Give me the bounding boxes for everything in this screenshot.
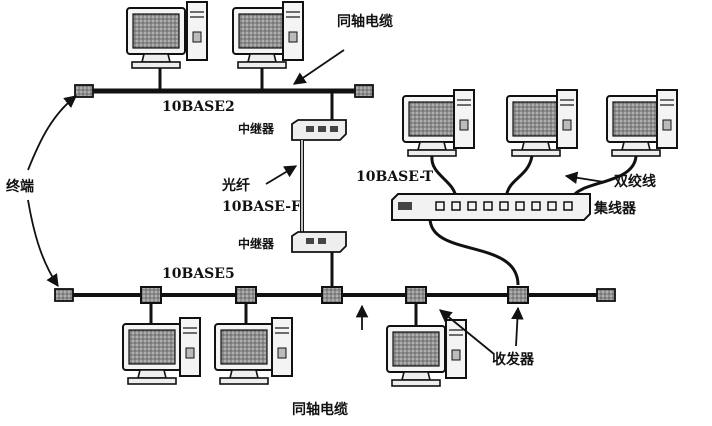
terminator-top-right <box>354 84 374 98</box>
pc-bottom-3 <box>386 319 467 387</box>
label-10base5: 10BASE5 <box>162 266 235 282</box>
label-10basef: 10BASE-F <box>222 199 301 215</box>
label-hub: 集线器 <box>594 201 636 217</box>
terminator-bottom-right <box>596 288 616 302</box>
terminator-top-left <box>74 84 94 98</box>
pc-bottom-1 <box>122 317 201 385</box>
label-twisted-pair: 双绞线 <box>614 174 656 190</box>
transceiver-2 <box>235 286 257 304</box>
label-fiber: 光纤 <box>222 178 250 194</box>
pc-top-1 <box>126 1 208 69</box>
repeater-bottom <box>291 231 347 253</box>
coax-bus-10base2 <box>74 64 374 128</box>
pc-right-2 <box>506 89 578 157</box>
transceiver-4 <box>405 286 427 304</box>
label-10base2: 10BASE2 <box>162 99 235 115</box>
label-coax-bottom: 同轴电缆 <box>292 402 348 418</box>
transceiver-3 <box>321 286 343 304</box>
pc-bottom-2 <box>214 317 293 385</box>
hub <box>391 193 591 221</box>
terminator-bottom-left <box>54 288 74 302</box>
label-repeater-top: 中继器 <box>238 122 275 136</box>
label-10baset: 10BASE-T <box>356 169 434 185</box>
label-repeater-bottom: 中继器 <box>238 237 275 251</box>
pc-right-1 <box>402 89 475 157</box>
label-transceiver: 收发器 <box>492 352 534 368</box>
annotation-arrows <box>27 49 605 355</box>
transceiver-5 <box>507 286 529 304</box>
pc-right-3 <box>606 89 678 157</box>
pc-top-2 <box>232 1 304 69</box>
label-terminator: 终端 <box>6 179 34 195</box>
label-coax-top: 同轴电缆 <box>337 14 393 30</box>
repeater-top <box>291 119 347 141</box>
transceiver-1 <box>140 286 162 304</box>
